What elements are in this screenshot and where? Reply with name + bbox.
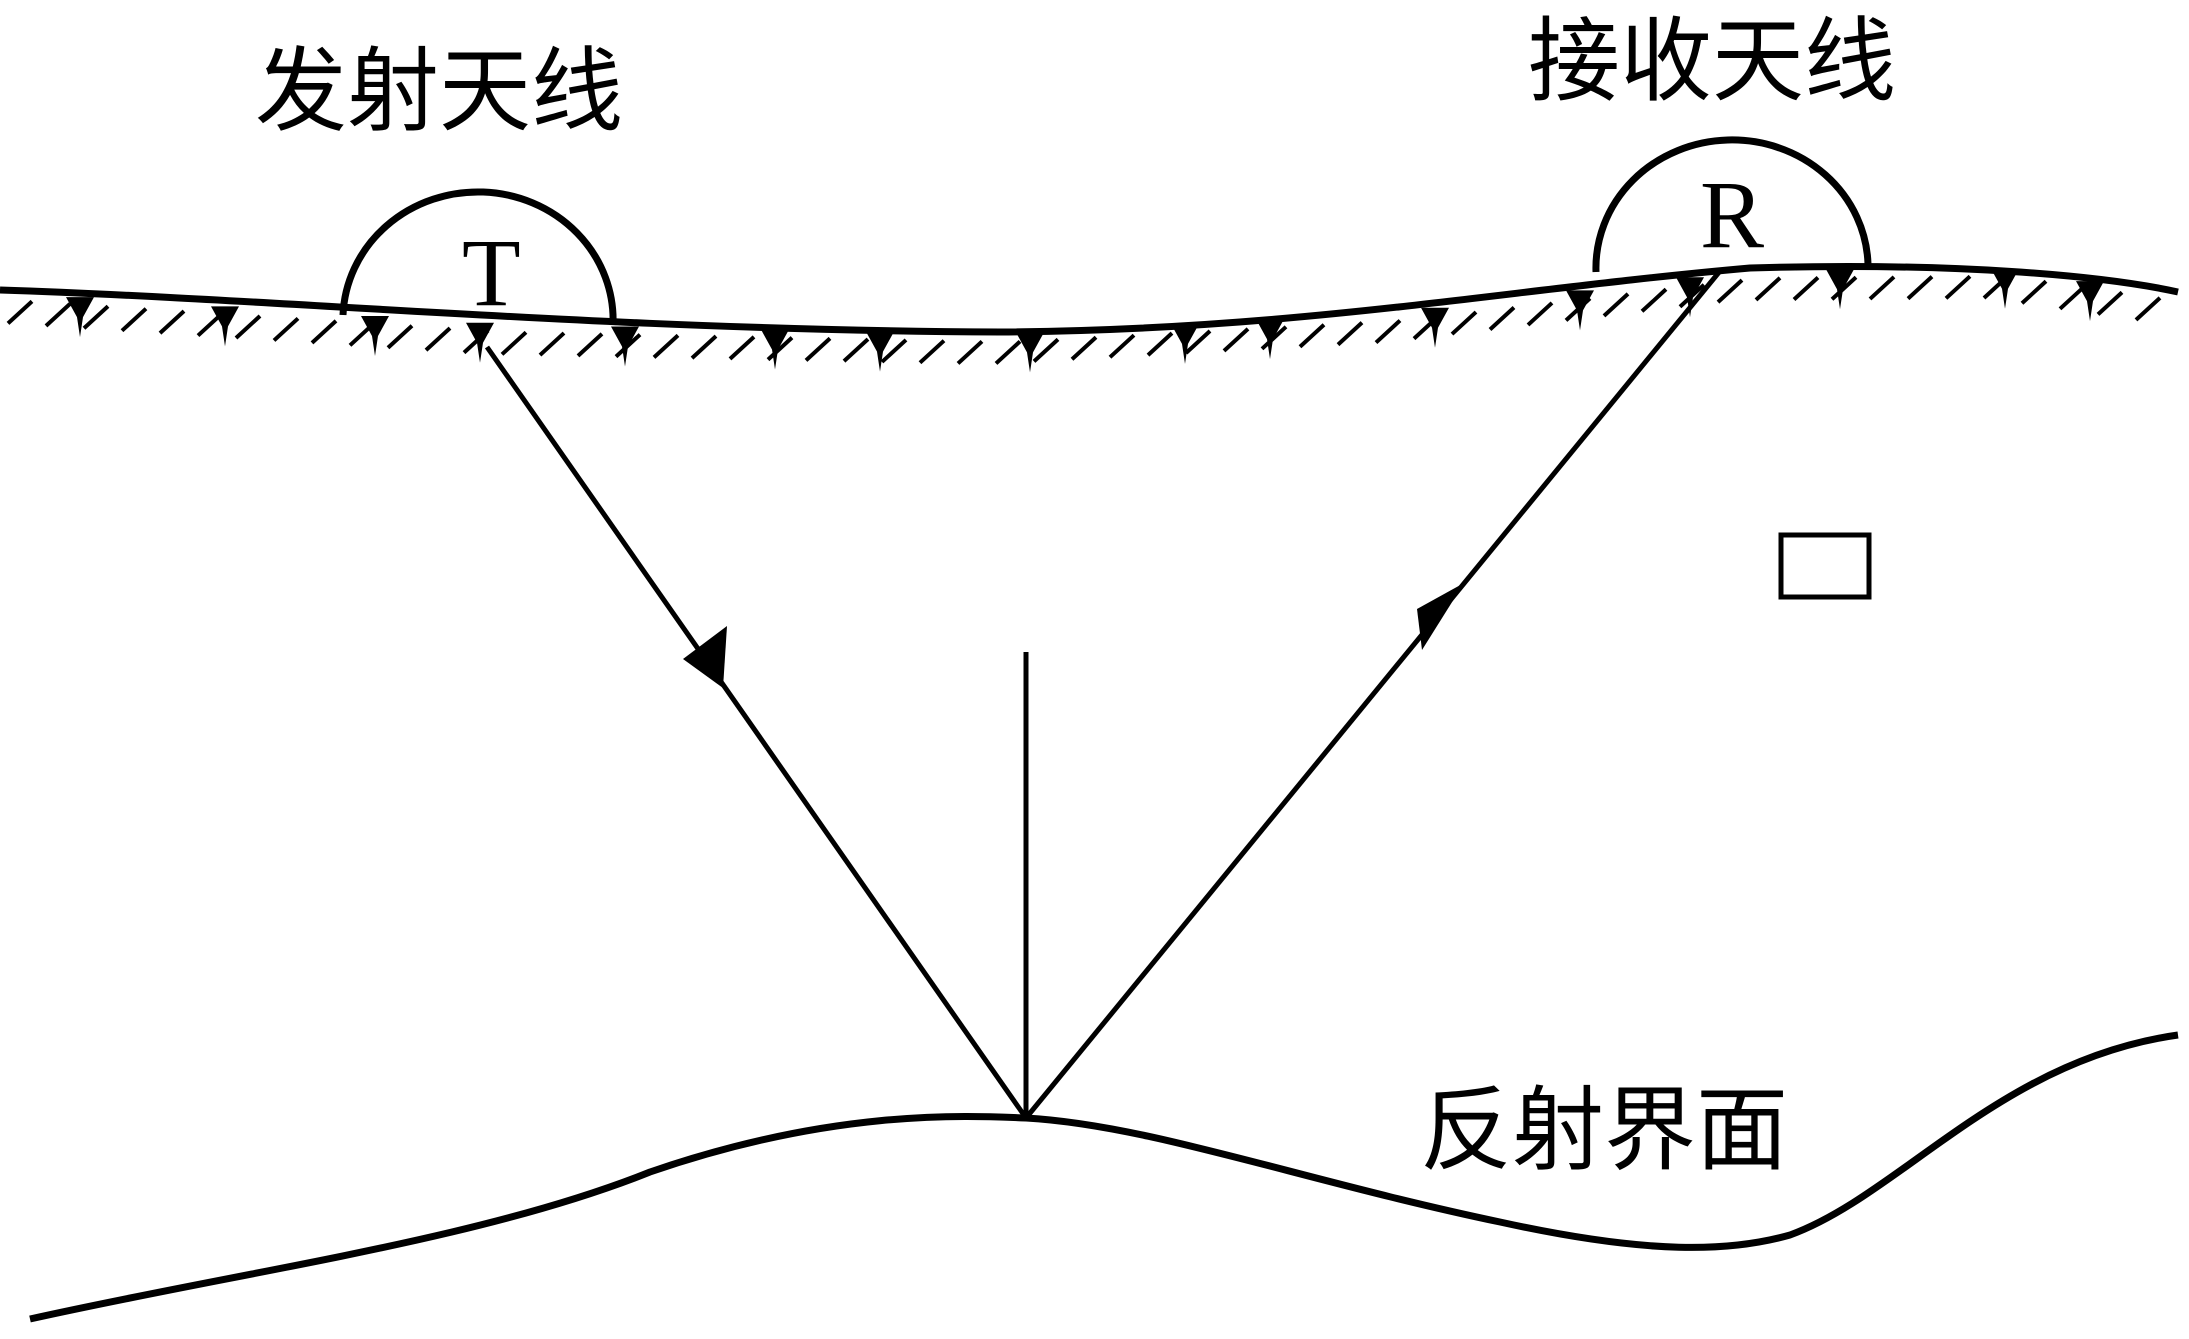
hatch-mark bbox=[386, 324, 414, 350]
hatch-mark bbox=[918, 339, 946, 365]
hatch-mark bbox=[120, 307, 148, 333]
reflecting-interface-curve bbox=[29, 1031, 2179, 1323]
hatch-mark bbox=[310, 319, 338, 345]
incident-ray bbox=[484, 345, 1029, 1120]
hatch-mark bbox=[82, 304, 110, 330]
hatch-mark bbox=[1754, 276, 1782, 302]
hatch-mark bbox=[1108, 333, 1136, 359]
hatch-mark bbox=[1488, 306, 1516, 331]
hatch-mark bbox=[2134, 296, 2162, 322]
hatch-mark bbox=[1374, 319, 1402, 345]
hatch-mark bbox=[2058, 285, 2086, 311]
ground-surface-line bbox=[0, 263, 2179, 336]
hatch-mark bbox=[2020, 279, 2048, 305]
hatch-mark bbox=[728, 335, 756, 361]
ground-tuft bbox=[2076, 281, 2104, 322]
reflected-ray-arrowhead bbox=[1417, 583, 1464, 650]
hatch-mark bbox=[538, 331, 566, 357]
hatch-mark bbox=[690, 334, 718, 360]
receive-antenna-label: 接收天线 bbox=[1528, 8, 1896, 115]
hatch-mark bbox=[1032, 337, 1060, 363]
reflect-interface-label: 反射界面 bbox=[1420, 1077, 1788, 1184]
hatch-mark bbox=[1184, 329, 1212, 355]
receive-antenna-dome bbox=[1592, 136, 1872, 273]
hatch-mark bbox=[880, 338, 908, 364]
hatch-mark bbox=[1906, 275, 1934, 301]
ground-tuft bbox=[1016, 332, 1044, 373]
hatch-mark bbox=[1298, 323, 1326, 349]
hatch-mark bbox=[652, 333, 680, 359]
hatch-mark bbox=[1070, 335, 1098, 361]
hatch-mark bbox=[956, 339, 984, 365]
hatch-mark bbox=[1450, 310, 1478, 336]
hatch-mark bbox=[1640, 287, 1668, 313]
ground-tuft bbox=[611, 326, 639, 367]
ground-tuft bbox=[1171, 323, 1199, 364]
hatch-mark bbox=[842, 337, 870, 363]
hatch-mark bbox=[500, 330, 528, 356]
hatch-mark bbox=[1830, 275, 1858, 301]
hatch-mark bbox=[1526, 301, 1554, 327]
ground-tuft bbox=[66, 297, 94, 338]
ground-tuft bbox=[1566, 290, 1594, 331]
hatch-mark bbox=[272, 316, 300, 342]
incident-ray-arrowhead bbox=[683, 626, 727, 688]
hatch-mark bbox=[804, 336, 832, 362]
ground-tuft bbox=[361, 316, 389, 356]
ground-tuft bbox=[1991, 268, 2019, 309]
hatch-mark bbox=[994, 339, 1022, 365]
ground-tufts bbox=[66, 268, 2104, 373]
transmit-antenna-dome bbox=[339, 188, 617, 326]
hatch-mark bbox=[6, 299, 34, 325]
hatch-mark bbox=[158, 309, 186, 335]
hatch-mark bbox=[424, 326, 452, 352]
receive-symbol: R bbox=[1700, 161, 1764, 268]
hatch-mark bbox=[1944, 274, 1972, 300]
ground-tuft bbox=[761, 329, 789, 370]
small-box bbox=[1778, 532, 1872, 600]
ground-tuft bbox=[1256, 319, 1284, 360]
ground-tuft bbox=[1826, 269, 1854, 310]
transmit-antenna-label: 发射天线 bbox=[255, 38, 623, 145]
hatch-mark bbox=[1336, 321, 1364, 347]
ground-tuft bbox=[211, 306, 239, 347]
hatch-mark bbox=[44, 302, 72, 328]
hatch-mark bbox=[234, 314, 262, 340]
ground-tuft bbox=[466, 322, 494, 363]
hatch-mark bbox=[1716, 278, 1744, 304]
hatch-mark bbox=[2096, 290, 2124, 316]
hatch-mark bbox=[1146, 331, 1174, 357]
ground-tuft bbox=[866, 331, 894, 372]
transmit-symbol: T bbox=[462, 219, 521, 326]
ground-tuft bbox=[1421, 307, 1449, 348]
hatch-mark bbox=[1222, 327, 1250, 353]
hatch-mark bbox=[1792, 276, 1820, 302]
hatch-mark bbox=[576, 332, 604, 358]
hatch-mark bbox=[766, 336, 794, 362]
hatch-mark bbox=[1868, 275, 1896, 301]
hatch-mark bbox=[1602, 292, 1630, 318]
ground-tuft bbox=[1676, 277, 1704, 318]
hatch-mark bbox=[1260, 325, 1288, 351]
reflected-ray bbox=[1024, 269, 1722, 1120]
